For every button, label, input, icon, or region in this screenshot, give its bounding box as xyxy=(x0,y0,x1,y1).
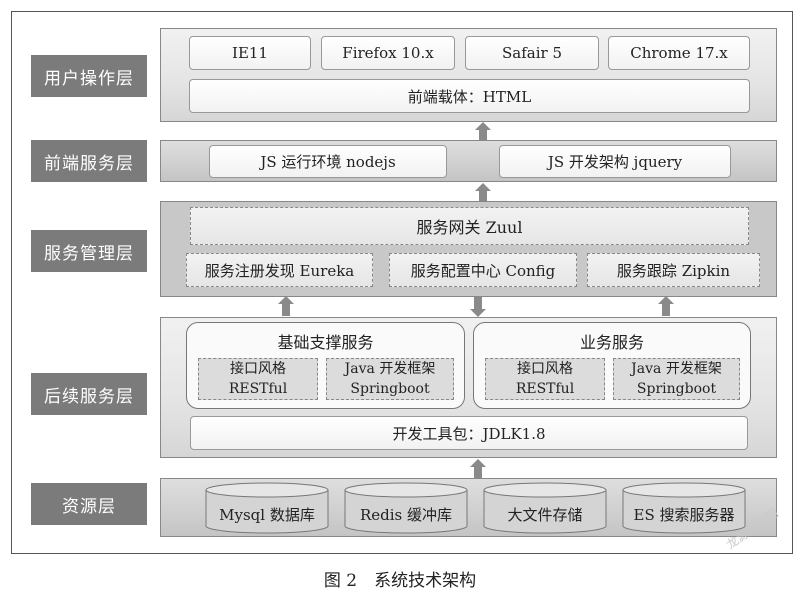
java-framework-label: Java 开发框架 xyxy=(344,361,436,377)
frontend-layer-panel: JS 运行环境 nodejs JS 开发架构 jquery xyxy=(160,140,777,182)
layer-label-management: 服务管理层 xyxy=(31,230,147,272)
business-api-style-box: 接口风格 RESTful xyxy=(485,358,605,400)
java-framework-label: Java 开发框架 xyxy=(631,361,722,377)
js-runtime-box: JS 运行环境 nodejs xyxy=(209,145,447,178)
browser-firefox: Firefox 10.x xyxy=(321,36,455,70)
user-layer-panel: IE11 Firefox 10.x Safair 5 Chrome 17.x 前… xyxy=(160,28,777,122)
mysql-label: Mysql 数据库 xyxy=(219,506,315,524)
layer-label-backend: 后续服务层 xyxy=(31,373,147,415)
config-center-box: 服务配置中心 Config xyxy=(389,253,577,287)
gateway-zuul-box: 服务网关 Zuul xyxy=(190,207,749,245)
resource-layer-panel: Mysql 数据库 Redis 缓冲库 大文件存储 ES 搜索服务器 xyxy=(160,478,777,537)
arrow-down-icon xyxy=(470,297,486,317)
database-mysql-icon: Mysql 数据库 xyxy=(205,482,329,534)
figure-caption: 图 2 系统技术架构 xyxy=(323,571,477,591)
search-server-label: ES 搜索服务器 xyxy=(633,506,735,524)
api-style-label: 接口风格 xyxy=(517,361,573,377)
diagram-frame xyxy=(11,11,793,554)
api-style-value: RESTful xyxy=(515,381,575,397)
registry-eureka-box: 服务注册发现 Eureka xyxy=(186,253,373,287)
js-framework-box: JS 开发架构 jquery xyxy=(499,145,731,178)
basic-support-group: 基础支撑服务 接口风格 RESTful Java 开发框架 Springboot xyxy=(186,322,465,409)
database-redis-icon: Redis 缓冲库 xyxy=(344,482,468,534)
file-storage-label: 大文件存储 xyxy=(507,506,583,524)
file-storage-icon: 大文件存储 xyxy=(483,482,607,534)
search-server-icon: ES 搜索服务器 xyxy=(622,482,746,534)
arrow-up-icon xyxy=(475,122,491,140)
backend-layer-panel: 基础支撑服务 接口风格 RESTful Java 开发框架 Springboot… xyxy=(160,317,777,458)
basic-java-framework-box: Java 开发框架 Springboot xyxy=(326,358,454,400)
business-java-framework-box: Java 开发框架 Springboot xyxy=(613,358,740,400)
arrow-up-icon xyxy=(475,183,491,201)
browser-chrome: Chrome 17.x xyxy=(608,36,750,70)
browser-safari: Safair 5 xyxy=(465,36,599,70)
browser-ie11: IE11 xyxy=(189,36,311,70)
management-layer-panel: 服务网关 Zuul 服务注册发现 Eureka 服务配置中心 Config 服务… xyxy=(160,201,777,297)
business-service-group: 业务服务 接口风格 RESTful Java 开发框架 Springboot xyxy=(473,322,751,409)
layer-label-resource: 资源层 xyxy=(31,483,147,525)
layer-label-user: 用户操作层 xyxy=(31,55,147,97)
api-style-label: 接口风格 xyxy=(230,361,286,377)
business-service-title: 业务服务 xyxy=(579,333,644,352)
arrow-up-icon xyxy=(658,296,674,316)
arrow-up-icon xyxy=(470,459,486,479)
java-framework-value: Springboot xyxy=(350,381,430,397)
dev-toolkit-box: 开发工具包：JDLK1.8 xyxy=(190,416,748,450)
layer-label-frontend: 前端服务层 xyxy=(31,140,147,182)
arrow-up-icon xyxy=(278,296,294,316)
api-style-value: RESTful xyxy=(228,381,288,397)
basic-api-style-box: 接口风格 RESTful xyxy=(198,358,318,400)
java-framework-value: Springboot xyxy=(636,381,717,397)
redis-label: Redis 缓冲库 xyxy=(359,506,453,524)
tracing-zipkin-box: 服务跟踪 Zipkin xyxy=(587,253,760,287)
basic-support-title: 基础支撑服务 xyxy=(277,333,374,352)
frontend-carrier-box: 前端载体：HTML xyxy=(189,79,750,113)
